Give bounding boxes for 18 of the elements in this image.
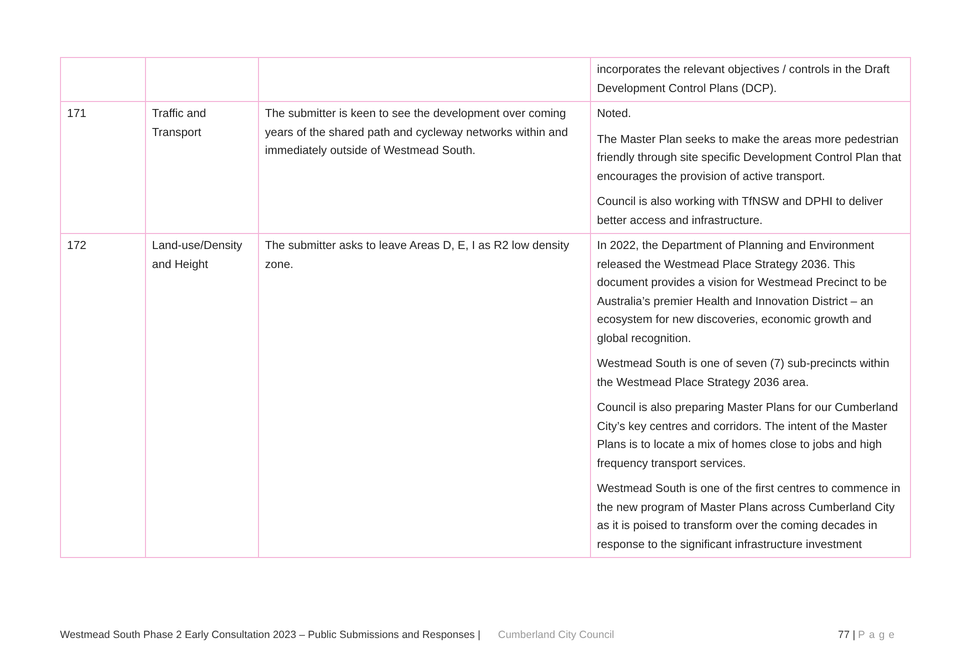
cell-text: Land-use/Density and Height bbox=[152, 238, 244, 272]
cell-text: In 2022, the Department of Planning and Environment released the Westmead Place Strategy 2036. This document provides a vision for Westmead Precinct to be Australia’s premier Health and Innovation District – an ecosystem for new discoveries, economic growth and global recognition. bbox=[597, 238, 888, 346]
cell-text: Traffic and Transport bbox=[152, 106, 208, 140]
cell-text: Westmead South is one of seven (7) sub-precincts within the Westmead Place Strategy 2036 area. bbox=[597, 356, 890, 390]
cell-text: Council is also preparing Master Plans for our Cumberland City’s key centres and corridors. The intent of the Master Plans is to locate a mix of homes close to jobs and high frequency transport services. bbox=[597, 400, 899, 472]
cell-text: Noted. bbox=[597, 106, 632, 122]
cell-text: The submitter asks to leave Areas D, E, I as R2 low density zone. bbox=[265, 238, 570, 272]
footer-text: Cumberland City Council bbox=[498, 629, 614, 641]
cell-text: 172 bbox=[67, 238, 88, 254]
cell-text: Council is also working with TfNSW and DPHI to deliver better access and infrastructure. bbox=[597, 194, 884, 228]
footer-text: Westmead South Phase 2 Early Consultation 2023 – Public Submissions and Responses | bbox=[60, 629, 480, 641]
cell-text: The Master Plan seeks to make the areas more pedestrian friendly through site specific Development Control Plan that encourages the provision of active transport. bbox=[597, 132, 902, 184]
page-label: Page bbox=[858, 629, 899, 641]
cell-text: incorporates the relevant objectives / controls in the Draft Development Control Plans (DCP). bbox=[597, 62, 891, 96]
cell-text: Westmead South is one of the first centres to commence in the new program of Master Plans across Cumberland City as it is poised to transform over the coming decades in response to the significant infrastructure investment bbox=[597, 481, 902, 552]
page-number: 77 | bbox=[838, 629, 856, 641]
cell-text: 171 bbox=[67, 106, 88, 122]
cell-text: The submitter is keen to see the development over coming years of the shared path and cycleway networks within and immediately outside of Westmead South. bbox=[265, 106, 569, 159]
